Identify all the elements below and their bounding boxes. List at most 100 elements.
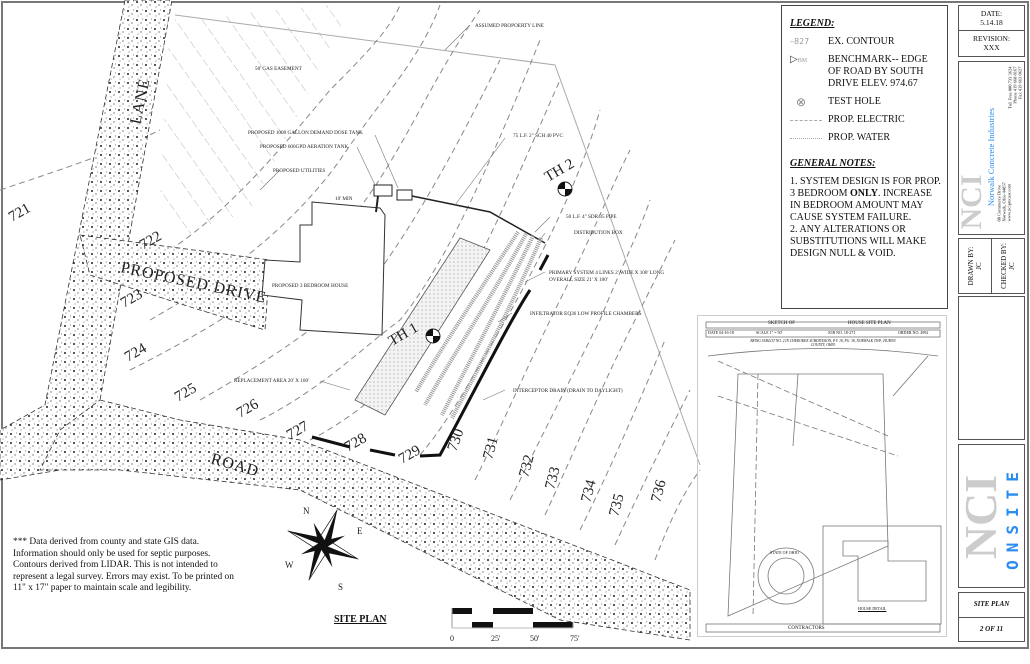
phone-line: Fax 419 663 0627	[1017, 66, 1023, 100]
contour-label: 735	[606, 492, 627, 518]
drawn-by-label: DRAWN BY:	[967, 246, 975, 286]
inset-date: DATE 04-16-18	[708, 330, 734, 335]
legend-row-water: PROP. WATER	[790, 132, 942, 144]
inset-seal: STATE OF OHIO	[770, 550, 799, 555]
legend-contour: EX. CONTOUR	[828, 36, 895, 47]
general-note-2: 2. ANY ALTERATIONS OR SUBSTITUTIONS WILL…	[790, 224, 927, 259]
replacement-area	[354, 237, 491, 416]
inset-title-b: HOUSE SITE PLAN	[848, 321, 891, 326]
checked-by: CHECKED BY:JC	[1000, 241, 1016, 291]
inset-contractors: CONTRACTORS	[788, 626, 825, 631]
contour-label: 726	[234, 396, 262, 421]
company-name: Norwalk Concrete Industries	[986, 107, 996, 207]
sheet-name-box: SITE PLAN	[958, 592, 1025, 618]
note1-text-end: . INCREASE IN BEDROOM AMOUNT MAY CAUSE S…	[790, 188, 932, 223]
contour-label: 732	[516, 453, 537, 479]
aeration-tank	[373, 184, 393, 197]
general-notes: GENERAL NOTES: 1. SYSTEM DESIGN IS FOR P…	[790, 158, 942, 260]
contour-label: 725	[172, 380, 199, 405]
compass-n: N	[303, 506, 310, 516]
test-hole-icon: ⊗	[796, 95, 807, 109]
legend-panel: LEGEND: –827 EX. CONTOUR ▷BM BENCHMARK--…	[781, 5, 948, 309]
contour-label: 736	[648, 478, 669, 504]
blank-box	[958, 296, 1025, 440]
contour-legend-icon: –827	[790, 37, 810, 46]
sheet-border	[1, 1, 1029, 649]
revision-label: REVISION:	[972, 34, 1011, 43]
checked-by-value: JC	[1008, 262, 1016, 270]
label-utilities: PROPOSED UTILITIES	[273, 168, 325, 174]
survey-sketch-inset: SKETCH OF HOUSE SITE PLAN DATE 04-16-18 …	[697, 315, 947, 637]
checked-by-box: CHECKED BY:JC	[991, 238, 1025, 294]
contour-label: 728	[342, 430, 369, 455]
sheet-number-box: 2 OF 11	[958, 617, 1025, 642]
compass-s: S	[338, 582, 343, 592]
gas-easement-hatch	[160, 5, 345, 240]
contour-label: 730	[445, 427, 468, 454]
proposed-house	[261, 201, 386, 336]
legend-water: PROP. WATER	[828, 132, 891, 143]
benchmark-icon: ▷BM	[790, 54, 808, 65]
bm-sample: BM	[797, 58, 808, 64]
label-dose-tank: PROPOSED 1000 GALLON DEMAND DOSE TANK	[248, 130, 363, 136]
electric-line-icon	[790, 114, 828, 126]
site-plan-drawing: ASSUMED PROPOERTY LINE 50' GAS EASEMENT …	[0, 0, 701, 643]
legend-title: LEGEND:	[790, 18, 835, 29]
label-overall-size: OVERALL SIZE 21' X 100'	[549, 277, 608, 283]
water-line-icon	[790, 132, 828, 144]
checked-by-label: CHECKED BY:	[1000, 243, 1008, 289]
disclaimer-note: *** Data derived from county and state G…	[13, 537, 234, 593]
revision-box: REVISION: XXX	[958, 30, 1025, 57]
dose-tank	[396, 189, 413, 201]
sheet-number: 2 OF 11	[979, 625, 1004, 633]
road	[39, 399, 691, 641]
inset-scale: SCALE 1" = 50'	[756, 330, 783, 335]
sheet-name: SITE PLAN	[973, 600, 1010, 608]
inset-house-detail: HOUSE DETAIL	[858, 606, 887, 611]
date-box: DATE: 5.14.18	[958, 5, 1025, 31]
label-pvc: 75 L.F. 2" SCH 40 PVC	[513, 133, 564, 139]
north-arrow-compass-icon	[287, 509, 359, 581]
revision-value: XXX	[983, 43, 1000, 52]
label-gas-easement: 50' GAS EASEMENT	[255, 66, 303, 72]
drawn-by: DRAWN BY:JC	[967, 241, 983, 291]
contour-label: 733	[542, 465, 563, 491]
notes-title: GENERAL NOTES:	[790, 158, 876, 169]
label-property-line: ASSUMED PROPOERTY LINE	[475, 23, 544, 29]
inset-order: ORDER NO. 4992	[898, 330, 929, 335]
date-label: DATE:	[980, 9, 1003, 18]
nci-onsite-logo: NCI	[958, 474, 1006, 560]
label-replacement: REPLACEMENT AREA 20' X 100'	[234, 378, 309, 384]
nci-logo: NCI	[958, 174, 988, 230]
onsite-box: NCI ONSITE	[958, 444, 1025, 588]
property-line	[174, 14, 701, 466]
compass-e: E	[357, 526, 363, 536]
interceptor-drain	[311, 254, 550, 458]
label-distribution-box: DISTRIBUTION BOX	[574, 230, 623, 236]
contour-label: 731	[480, 435, 501, 461]
scale-label: 25'	[491, 634, 501, 643]
survey-sketch-drawing	[705, 321, 942, 633]
contour-label: 721	[6, 200, 33, 225]
test-hole-th2-icon	[557, 181, 573, 197]
scale-label: 50'	[530, 634, 540, 643]
legend-row-benchmark: ▷BM BENCHMARK-- EDGE OF ROAD BY SOUTH DR…	[790, 54, 942, 90]
inset-job: JOB NO. 18-271	[828, 330, 856, 335]
drawn-by-value: JC	[975, 262, 983, 270]
note1-emphasis: ONLY	[850, 188, 878, 199]
company-phones: Toll Free 800 733 3624 Phone 419 668 816…	[1008, 67, 1023, 127]
contour-label: 724	[122, 340, 150, 365]
inset-title-a: SKETCH OF	[768, 321, 796, 326]
company-box: NCI Norwalk Concrete Industries 80 Comme…	[958, 61, 1025, 235]
date-value: 5.14.18	[980, 18, 1003, 27]
scale-label: 75'	[570, 634, 580, 643]
proposed-drive	[79, 234, 271, 331]
scale-label: 0	[450, 634, 454, 643]
inset-description: BEING SUBLOT NO. 2 IN CHEROKEE SUBDIVISI…	[750, 339, 896, 347]
supply-pipe	[411, 195, 546, 244]
scale-bar	[451, 608, 574, 629]
label-aeration-tank: PROPOSED 600GPD AERATION TANK	[260, 144, 348, 150]
legend-row-test-hole: ⊗ TEST HOLE	[790, 96, 942, 108]
contour-sample: 827	[794, 37, 810, 46]
compass-w: W	[285, 560, 294, 570]
